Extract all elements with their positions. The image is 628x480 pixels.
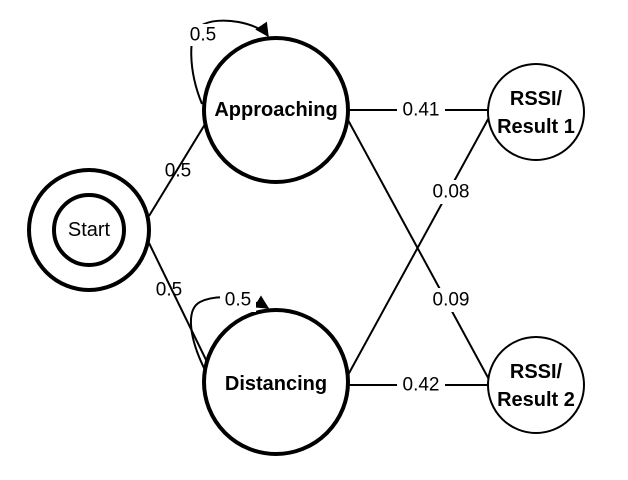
edge-label-approaching-result2: 0.09 bbox=[433, 290, 470, 311]
edge-approaching-result2 bbox=[347, 119, 493, 386]
result1-label-line1: RSSI/ bbox=[510, 88, 563, 110]
edge-label-distancing-self: 0.5 bbox=[225, 290, 251, 311]
edge-start-distancing bbox=[148, 242, 211, 369]
result1-node: RSSI/ Result 1 bbox=[487, 63, 585, 161]
distancing-node: Distancing bbox=[202, 308, 350, 456]
edge-label-approaching-self: 0.5 bbox=[190, 25, 216, 46]
start-label: Start bbox=[68, 219, 111, 241]
edge-distancing-result1 bbox=[347, 111, 493, 376]
distancing-label: Distancing bbox=[225, 373, 327, 395]
edge-label-start-approaching: 0.5 bbox=[165, 161, 191, 182]
edge-label-distancing-result2: 0.42 bbox=[403, 375, 440, 396]
edge-label-distancing-result1: 0.08 bbox=[433, 182, 470, 203]
approaching-label: Approaching bbox=[214, 99, 337, 121]
result2-node: RSSI/ Result 2 bbox=[487, 336, 585, 434]
result2-label-line1: RSSI/ bbox=[510, 361, 563, 383]
approaching-node: Approaching bbox=[202, 36, 350, 184]
start-node: Start bbox=[27, 168, 151, 292]
edge-label-approaching-result1: 0.41 bbox=[403, 100, 440, 121]
edge-label-start-distancing: 0.5 bbox=[156, 280, 182, 301]
edge-start-approaching bbox=[148, 115, 211, 217]
result2-label-line2: Result 2 bbox=[497, 389, 575, 411]
result1-label-line2: Result 1 bbox=[497, 116, 575, 138]
